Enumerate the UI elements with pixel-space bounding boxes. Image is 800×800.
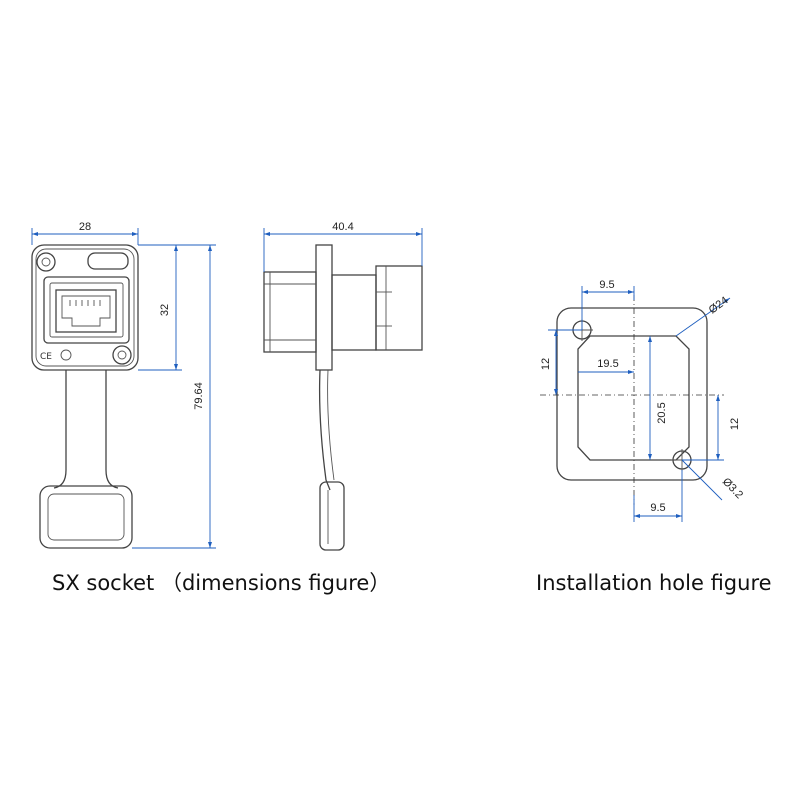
cap-strap	[53, 370, 119, 489]
rj45-port	[55, 289, 117, 333]
hole-diameter-leader	[675, 297, 731, 337]
opening-height-label: 20.5	[656, 402, 668, 423]
screw-hole-bottom-right	[112, 345, 132, 365]
ce-mark: CE	[40, 352, 52, 362]
front-view: CE	[31, 244, 139, 549]
screw-diameter-leader	[681, 459, 723, 501]
caption-installation-hole: Installation hole figure	[536, 571, 772, 595]
rj45-opening	[61, 295, 111, 327]
label-slot	[87, 252, 129, 270]
dust-cap	[39, 485, 133, 549]
side-view	[263, 244, 423, 551]
front-dimensions: 28 32 79.64	[31, 221, 216, 549]
screw-diameter-label: Ø3.2	[720, 476, 745, 501]
caption-dimensions-figure: SX socket （dimensions figure）	[52, 571, 390, 595]
front-flange	[31, 244, 139, 371]
left-offset-label: 12	[540, 358, 552, 370]
hole-dimensions: 9.5 Ø24 19.5 20.5 12 12 Ø3.2	[540, 279, 745, 522]
side-tail	[375, 265, 423, 351]
depth-label: 40.4	[332, 221, 353, 233]
width-label: 28	[79, 221, 91, 233]
screw-hole-top-left	[36, 252, 56, 272]
side-rear-body	[331, 274, 377, 351]
top-offset-label: 9.5	[599, 279, 614, 291]
rj45-housing	[43, 276, 130, 344]
hole-diameter-label: Ø24	[707, 294, 731, 316]
side-front-body	[263, 271, 317, 353]
side-dimensions: 40.4	[263, 221, 423, 272]
panel-cutout	[577, 335, 690, 461]
side-flange	[315, 244, 333, 371]
opening-width-label: 19.5	[597, 358, 618, 370]
side-strap	[318, 369, 331, 491]
total-height-label: 79.64	[193, 382, 205, 410]
bottom-offset-label: 9.5	[650, 502, 665, 514]
right-offset-label: 12	[729, 418, 741, 430]
height-label: 32	[159, 304, 171, 316]
side-cap	[319, 481, 345, 551]
front-flange-inner	[35, 248, 135, 367]
hole-view	[540, 295, 724, 505]
cert-mark	[60, 349, 72, 361]
panel-outline	[556, 307, 708, 481]
